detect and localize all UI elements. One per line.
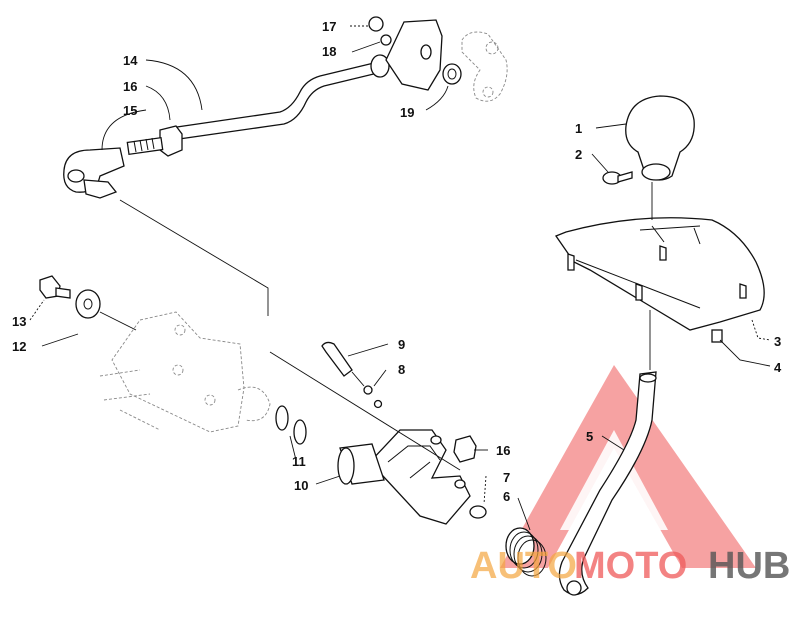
mount-bolt [39,275,71,299]
callout-2: 2 [575,147,582,162]
callout-16-bottom: 16 [496,443,510,458]
callout-19: 19 [400,105,414,120]
ball-joint [63,147,125,199]
callout-11: 11 [292,454,306,469]
callout-17: 17 [322,19,336,34]
frame-mount [99,311,271,433]
callout-7: 7 [503,470,510,485]
shift-rod [169,61,383,141]
mount-washer [75,289,101,319]
callout-labels: 1 2 3 4 5 6 7 8 9 10 11 12 13 14 15 16 1… [12,19,782,504]
callout-14: 14 [123,53,138,68]
callout-4: 4 [774,360,782,375]
watermark-auto: AUTO [470,545,577,587]
leader-lines [29,25,771,531]
callout-1: 1 [575,121,582,136]
top-bracket [368,16,462,91]
detent-ball [363,385,383,409]
callout-3: 3 [774,334,781,349]
ghost-linkage [461,31,508,102]
pivot-tube [337,443,385,485]
callout-8: 8 [398,362,405,377]
shift-arm-bracket [369,429,471,525]
callout-5: 5 [586,429,593,444]
washer-7 [469,505,487,519]
callout-13: 13 [12,314,26,329]
watermark-moto: MOTO [574,545,687,587]
return-spring [505,527,547,577]
threaded-stud [126,136,164,156]
knob-screw [602,171,633,185]
watermark-wordmark: AUTO MOTO HUB [470,545,790,587]
callout-9: 9 [398,337,405,352]
callout-18: 18 [322,44,336,59]
callout-12: 12 [12,339,26,354]
callout-6: 6 [503,489,510,504]
lock-nut [453,435,477,463]
jam-nut [159,125,183,157]
watermark-hub: HUB [708,545,790,587]
o-rings [275,405,307,445]
rod-end-bushing [370,54,390,78]
shift-lever [558,371,657,596]
shift-knob [625,95,695,181]
callout-10: 10 [294,478,308,493]
assembly-lines [99,182,653,471]
detent-pin [321,341,353,377]
callout-15: 15 [123,103,137,118]
callout-16-top: 16 [123,79,137,94]
console-cover [555,217,765,343]
